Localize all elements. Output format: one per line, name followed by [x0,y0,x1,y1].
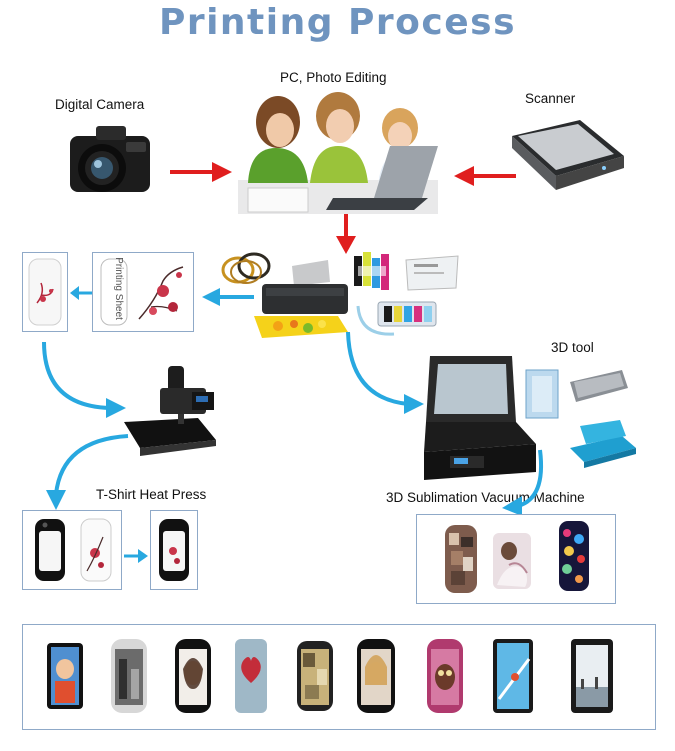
case-heart [235,639,267,713]
showcase-cases [47,639,613,713]
pc-photo-editing-label: PC, Photo Editing [280,70,387,85]
3d-holder-icon [570,420,636,468]
case-skier [493,639,533,713]
case-portrait [357,639,395,713]
case-landscape [571,639,613,713]
tape-rolls-icon [221,252,271,284]
digital-camera-icon [70,126,150,192]
bride-3d-case-icon [493,533,531,589]
heat-press-icon [124,366,216,456]
printed-case-panel [22,252,68,332]
3d-mold-icon [525,369,559,419]
people-laptop-photo [238,92,438,214]
printing-sheet-panel: Printing Sheet [92,252,194,332]
blue-arrow-left-icon [202,288,254,306]
3d-phone-mold-icon [570,370,628,402]
red-arrow-down-icon [336,212,356,254]
tshirt-press-cases-panel [22,510,122,590]
black-phone-case-icon [35,519,65,581]
case-collage [297,641,333,711]
red-arrow-left-icon [454,166,516,186]
small-blue-arrow-left-icon [70,286,92,300]
vacuum-machine-icon [424,356,536,480]
blue-curve-arrow-to-tshirt-icon [46,434,129,510]
scanner-label: Scanner [525,91,576,106]
scanner-icon [512,120,624,190]
blue-curve-arrow-to-cases-icon [502,449,543,516]
printer-icon [254,260,348,338]
finished-case-panel [150,510,198,590]
printing-sheet-label: Printing Sheet [112,257,124,320]
tshirt-heat-press-label: T-Shirt Heat Press [96,487,207,502]
blue-curve-arrow-to-press-icon [42,341,126,418]
dots-3d-case-icon [559,521,589,591]
sublimation-paper-icon [405,255,459,291]
small-blue-arrow-right-icon [124,549,148,563]
collage-3d-case-icon [445,525,477,593]
case-city [111,639,147,713]
page-title: Printing Process [158,2,517,43]
finished-phone-case-icon [159,519,189,581]
printed-phone-case-icon [28,258,62,326]
3d-cases-panel [416,514,616,604]
case-boy [47,643,83,709]
3d-tool-label: 3D tool [551,340,594,355]
blank-phone-case-icon [100,258,128,326]
case-woman [175,639,211,713]
red-arrow-right-icon [170,162,232,182]
ink-bottles-icon [354,252,389,290]
digital-camera-label: Digital Camera [55,97,145,112]
ciss-ink-tank-icon [356,301,437,336]
showcase-panel [22,624,656,730]
blue-curve-arrow-to-vacuum-icon [346,331,424,414]
case-owl [427,639,463,713]
flower-design-icon [138,266,184,320]
flower-phone-case-icon [80,518,112,582]
